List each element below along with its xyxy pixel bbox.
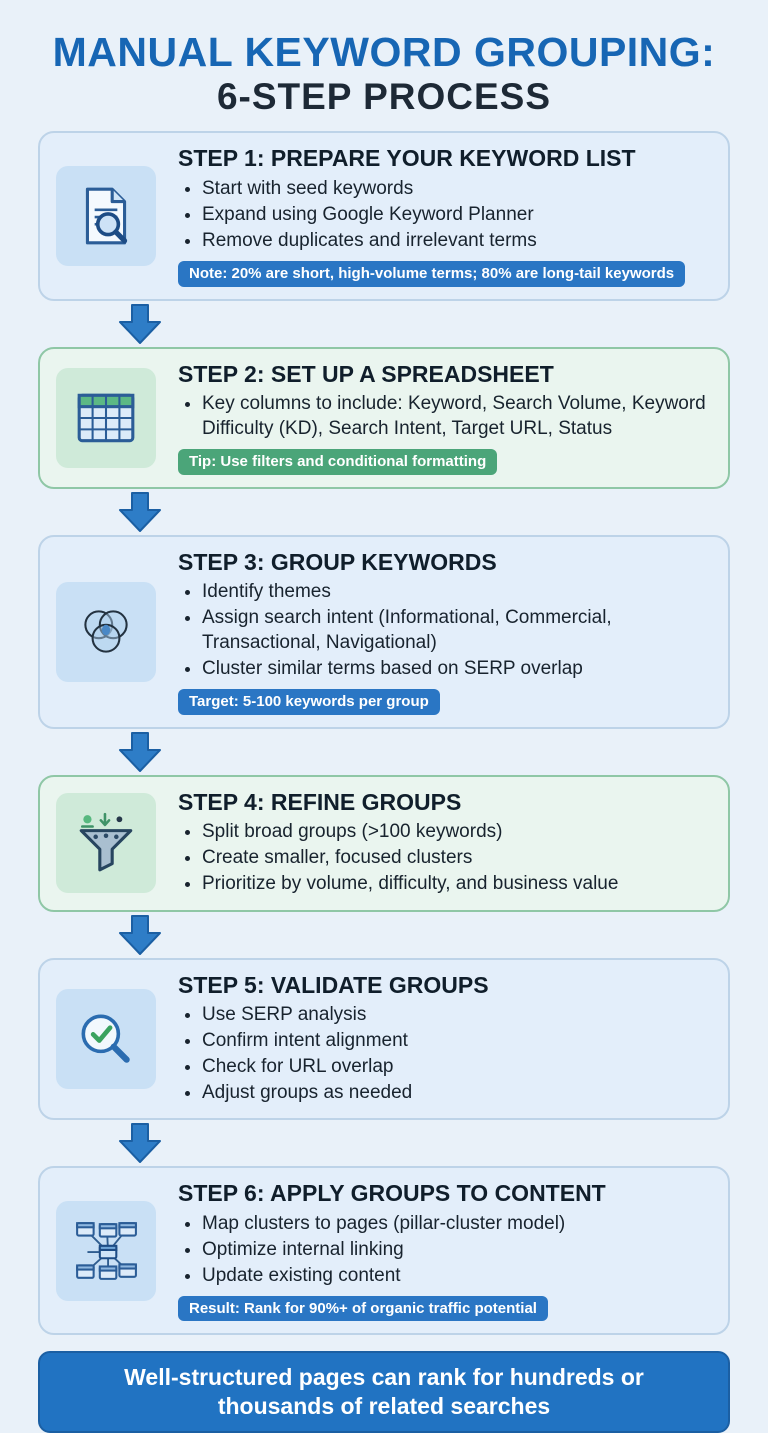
step-1-card: STEP 1: PREPARE YOUR KEYWORD LIST Start … [38,131,730,301]
down-arrow-icon [38,1123,730,1164]
step-6-body: STEP 6: APPLY GROUPS TO CONTENT Map clus… [178,1180,712,1322]
step-4-body: STEP 4: REFINE GROUPS Split broad groups… [178,789,712,898]
step-6-card: STEP 6: APPLY GROUPS TO CONTENT Map clus… [38,1166,730,1336]
venn-diagram-icon [56,581,156,682]
bullet: Split broad groups (>100 keywords) [202,819,712,844]
step-3-card: STEP 3: GROUP KEYWORDS Identify themes A… [38,534,730,729]
page-title: MANUAL KEYWORD GROUPING: 6-STEP PROCESS [38,29,730,117]
bullet: Assign search intent (Informational, Com… [202,605,712,655]
bullet: Create smaller, focused clusters [202,845,712,870]
document-search-icon [56,165,156,266]
step-4-title: STEP 4: REFINE GROUPS [178,788,462,815]
document-search-icon-svg [85,187,128,245]
page-title-line2: 6-STEP PROCESS [216,75,552,117]
magnifier-check-icon [56,988,156,1089]
step-2-body: STEP 2: SET UP A SPREADSHEET Key columns… [178,361,712,475]
step-4-card: STEP 4: REFINE GROUPS Split broad groups… [38,774,730,912]
spreadsheet-icon [56,367,156,468]
sitemap-icon [56,1200,156,1301]
down-arrow-icon [38,914,730,955]
step-3-title: STEP 3: GROUP KEYWORDS [178,548,497,575]
bullet: Use SERP analysis [202,1002,712,1027]
bullet: Cluster similar terms based on SERP over… [202,656,712,681]
down-arrow-svg [119,731,161,772]
infographic-page: MANUAL KEYWORD GROUPING: 6-STEP PROCESS … [0,0,768,1376]
step-5-title: STEP 5: VALIDATE GROUPS [178,971,489,998]
step-5-bullets: Use SERP analysis Confirm intent alignme… [178,1002,712,1105]
bullet: Map clusters to pages (pillar-cluster mo… [202,1211,712,1236]
down-arrow-svg [119,303,161,344]
step-3-body: STEP 3: GROUP KEYWORDS Identify themes A… [178,549,712,715]
venn-diagram-icon-svg [84,610,128,653]
page-title-line1: MANUAL KEYWORD GROUPING: [52,29,716,75]
down-arrow-icon [38,303,730,344]
funnel-icon-svg [79,813,133,872]
footer-text: Well-structured pages can rank for hundr… [124,1364,644,1420]
step-1-bullets: Start with seed keywords Expand using Go… [178,176,712,253]
step-1-title: STEP 1: PREPARE YOUR KEYWORD LIST [178,145,636,172]
bullet: Confirm intent alignment [202,1028,712,1053]
down-arrow-svg [119,914,161,955]
down-arrow-svg [119,491,161,532]
step-6-result-badge: Result: Rank for 90%+ of organic traffic… [178,1295,548,1322]
magnifier-check-icon-svg [81,1014,130,1063]
step-4-bullets: Split broad groups (>100 keywords) Creat… [178,819,712,896]
step-3-bullets: Identify themes Assign search intent (In… [178,579,712,681]
step-5-body: STEP 5: VALIDATE GROUPS Use SERP analysi… [178,972,712,1107]
down-arrow-icon [38,731,730,772]
step-2-card: STEP 2: SET UP A SPREADSHEET Key columns… [38,346,730,489]
spreadsheet-icon-svg [77,393,135,442]
footer-banner: Well-structured pages can rank for hundr… [38,1351,730,1433]
bullet: Check for URL overlap [202,1054,712,1079]
step-1-body: STEP 1: PREPARE YOUR KEYWORD LIST Start … [178,145,712,287]
bullet: Update existing content [202,1263,712,1288]
step-2-title: STEP 2: SET UP A SPREADSHEET [178,360,554,387]
bullet: Optimize internal linking [202,1237,712,1262]
step-6-title: STEP 6: APPLY GROUPS TO CONTENT [178,1180,606,1207]
step-1-note-badge: Note: 20% are short, high-volume terms; … [178,261,686,287]
step-3-target-badge: Target: 5-100 keywords per group [178,689,440,715]
step-2-tip-badge: Tip: Use filters and conditional formatt… [178,449,498,475]
bullet: Adjust groups as needed [202,1080,712,1105]
bullet: Prioritize by volume, difficulty, and bu… [202,871,712,896]
sitemap-icon-svg [76,1221,137,1280]
step-5-card: STEP 5: VALIDATE GROUPS Use SERP analysi… [38,957,730,1121]
bullet: Start with seed keywords [202,176,712,201]
funnel-icon [56,793,156,894]
down-arrow-icon [38,491,730,532]
step-2-bullets: Key columns to include: Keyword, Search … [178,391,712,441]
down-arrow-svg [119,1123,161,1164]
bullet: Remove duplicates and irrelevant terms [202,228,712,253]
step-6-bullets: Map clusters to pages (pillar-cluster mo… [178,1211,712,1288]
bullet: Expand using Google Keyword Planner [202,202,712,227]
bullet: Key columns to include: Keyword, Search … [202,391,712,441]
bullet: Identify themes [202,579,712,604]
